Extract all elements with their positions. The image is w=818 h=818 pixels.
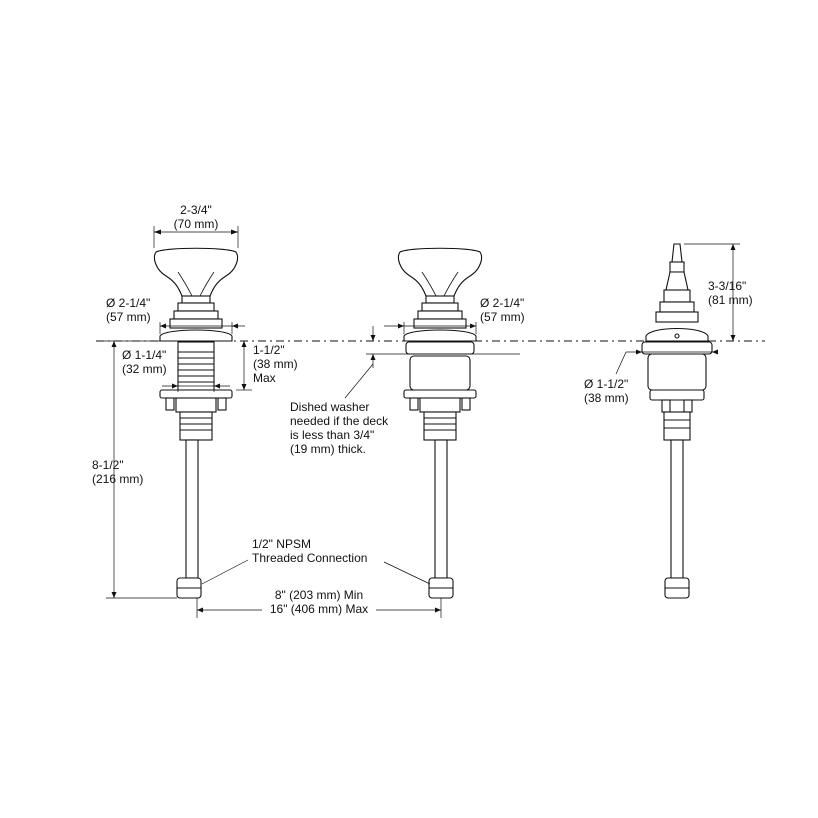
connection-size: 1/2" NPSM [252, 537, 311, 551]
center-valve [366, 247, 520, 599]
dimension-lines [100, 226, 740, 618]
connection-type: Threaded Connection [252, 551, 368, 565]
dimension-mm: (216 mm) [92, 472, 144, 486]
dimension-inches: 3-3/16" [708, 279, 747, 293]
dimension-inches: 2-3/4" [180, 203, 212, 217]
dimension-mm: (38 mm) [584, 391, 629, 405]
dimension-mm: (32 mm) [122, 362, 167, 376]
spout-assembly [641, 243, 713, 599]
dimension-inches: Ø 2-1/4" [106, 296, 151, 310]
dimension-mm: (57 mm) [106, 310, 151, 324]
note-line: needed if the deck [290, 414, 389, 428]
shank-diameter-label: Ø 1-1/4" (32 mm) [122, 348, 167, 376]
left-valve [153, 247, 239, 599]
dimension-inches: 8-1/2" [92, 458, 124, 472]
spout-height-label: 3-3/16" (81 mm) [708, 279, 753, 307]
spout-base-diameter-label: Ø 1-1/2" (38 mm) [584, 377, 629, 405]
dimension-mm: (81 mm) [708, 293, 753, 307]
handle-width-label: 2-3/4" (70 mm) [174, 203, 219, 231]
spread-max: 16" (406 mm) Max [269, 602, 369, 616]
spread-label: 8" (203 mm) Min 16" (406 mm) Max [270, 588, 368, 616]
dimension-mm: (38 mm) [253, 357, 298, 371]
center-flange-diameter-label: Ø 2-1/4" (57 mm) [480, 296, 525, 324]
deck-thickness-label: 1-1/2" (38 mm) Max [253, 343, 298, 385]
note-line: Dished washer [290, 400, 370, 414]
washer-note: Dished washer needed if the deck is less… [290, 400, 388, 456]
note-line: (19 mm) thick. [290, 442, 367, 456]
dimension-mm: (57 mm) [480, 310, 525, 324]
dimension-inches: 1-1/2" [253, 343, 285, 357]
left-flange-diameter-label: Ø 2-1/4" (57 mm) [106, 296, 151, 324]
dimension-inches: Ø 1-1/4" [122, 348, 167, 362]
note-line: is less than 3/4" [290, 428, 375, 442]
connection-label: 1/2" NPSM Threaded Connection [252, 537, 367, 565]
overall-height-label: 8-1/2" (216 mm) [92, 458, 143, 486]
spread-min: 8" (203 mm) Min [274, 588, 364, 602]
dimension-qualifier: Max [253, 371, 276, 385]
dimension-inches: Ø 1-1/2" [584, 377, 629, 391]
dimension-inches: Ø 2-1/4" [480, 296, 525, 310]
dimension-mm: (70 mm) [173, 217, 219, 231]
